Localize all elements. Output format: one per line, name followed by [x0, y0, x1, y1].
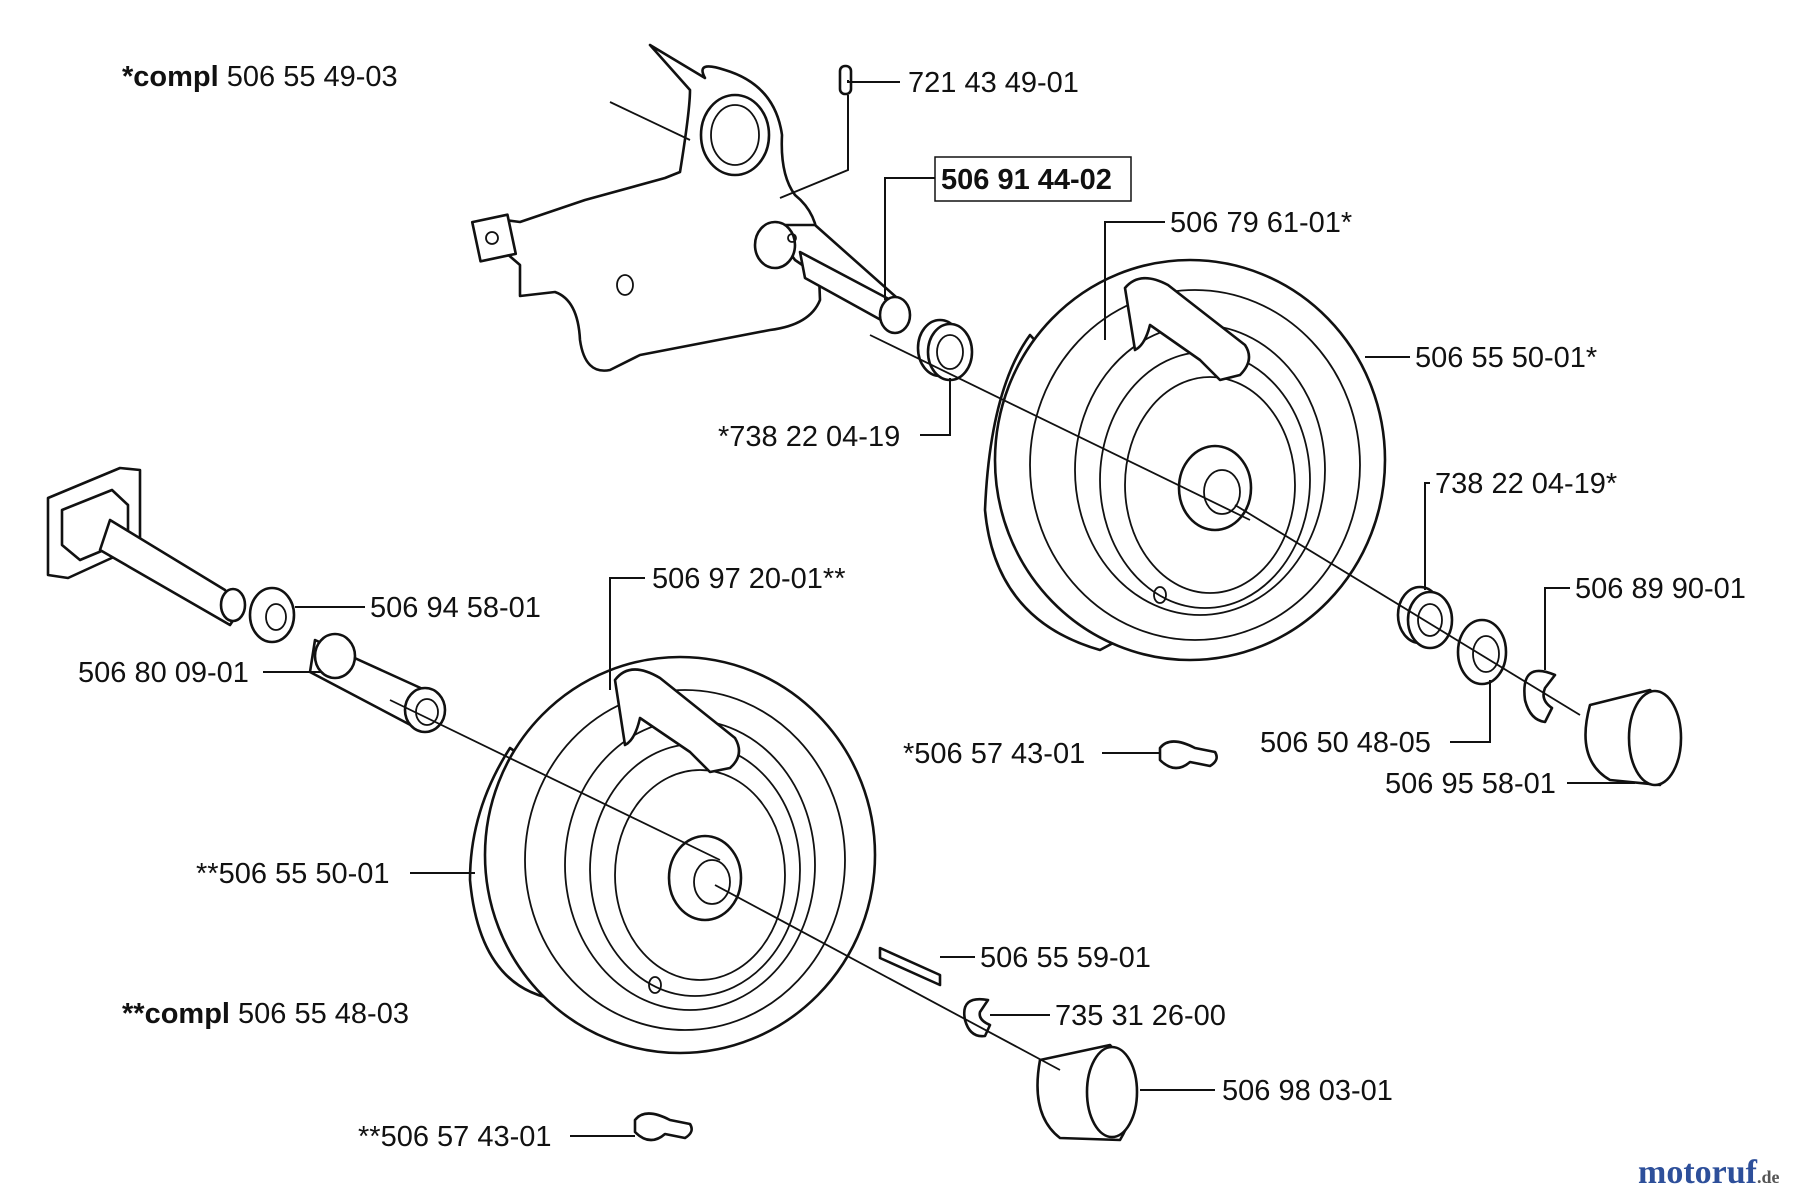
label-tire-upper: 506 79 61-01*: [1170, 207, 1352, 239]
leader-lines: [263, 80, 1635, 1137]
hub-mount-lower: [46, 466, 247, 627]
cap-upper: [1584, 688, 1683, 787]
label-cap-upper: 506 95 58-01: [1385, 768, 1556, 800]
axis-lines: [389, 334, 1581, 1071]
key-lower: [878, 946, 942, 987]
bearing-upper-inner: [916, 318, 974, 382]
label-bearing-upper-inner: *738 22 04-19: [718, 421, 900, 453]
roll-pin: [838, 64, 853, 96]
clip-lower: [962, 997, 992, 1038]
bearing-upper-outer: [1396, 585, 1454, 650]
clip-upper: [1523, 669, 1557, 724]
valve-upper: [1158, 740, 1218, 770]
wheel-upper: [983, 258, 1387, 662]
label-clip-lower: 735 31 26-00: [1055, 1000, 1226, 1032]
label-washer-upper: 506 50 48-05: [1260, 727, 1431, 759]
assembly-label-lower: **compl 506 55 48-03: [122, 998, 409, 1030]
label-valve-lower: **506 57 43-01: [358, 1121, 552, 1153]
label-valve-upper: *506 57 43-01: [903, 738, 1085, 770]
label-roll-pin: 721 43 49-01: [908, 67, 1079, 99]
label-tire-lower: 506 97 20-01**: [652, 563, 846, 595]
label-bearing-upper-outer: 738 22 04-19*: [1435, 468, 1617, 500]
washer-upper: [1456, 618, 1508, 686]
assembly-label-upper: *compl 506 55 49-03: [122, 61, 398, 93]
axle-upper: [753, 220, 912, 335]
label-rim-lower: **506 55 50-01: [196, 858, 390, 890]
cap-lower: [1036, 1043, 1139, 1142]
label-axle-upper: 506 91 44-02: [941, 164, 1112, 196]
label-axle-upper-box: 506 91 44-02: [934, 156, 1132, 202]
label-rim-upper: 506 55 50-01*: [1415, 342, 1597, 374]
label-key-lower: 506 55 59-01: [980, 942, 1151, 974]
wheel-lower: [468, 655, 877, 1055]
watermark-logo: motoruf.de: [1638, 1154, 1779, 1191]
label-washer-lower: 506 94 58-01: [370, 592, 541, 624]
frame-bracket: [470, 43, 822, 372]
washer-lower: [248, 586, 296, 644]
label-clip-upper: 506 89 90-01: [1575, 573, 1746, 605]
valve-lower: [633, 1112, 693, 1142]
label-spacer-lower: 506 80 09-01: [78, 657, 249, 689]
label-cap-lower: 506 98 03-01: [1222, 1075, 1393, 1107]
